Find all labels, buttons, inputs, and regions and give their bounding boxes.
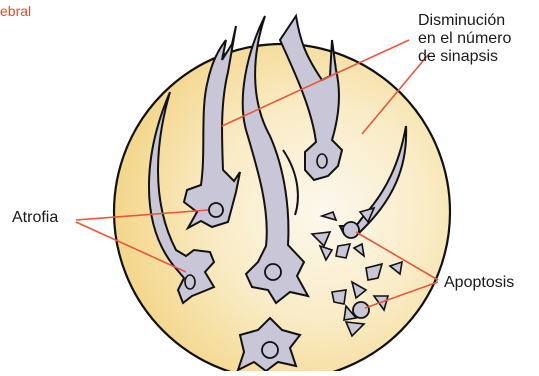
label-synapse-line1: Disminución (418, 12, 505, 30)
label-atrophy: Atrofia (12, 209, 58, 227)
header-fragment: ebral (0, 3, 31, 19)
label-synapse-line3: de sinapsis (418, 48, 498, 66)
label-apoptosis: Apoptosis (444, 274, 514, 292)
label-synapse-line2: en el número (418, 30, 511, 48)
